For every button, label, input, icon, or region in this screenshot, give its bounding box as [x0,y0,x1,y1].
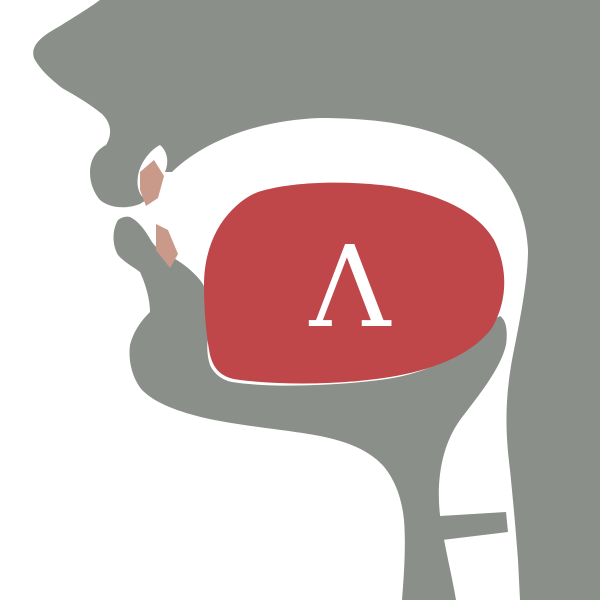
lower-lip [156,224,178,268]
glottis-band [440,512,508,540]
ipa-symbol-label: Λ [309,223,392,353]
upper-lip [140,160,164,206]
vowel-space [204,182,505,384]
jaw-and-neck-silhouette [113,216,507,600]
